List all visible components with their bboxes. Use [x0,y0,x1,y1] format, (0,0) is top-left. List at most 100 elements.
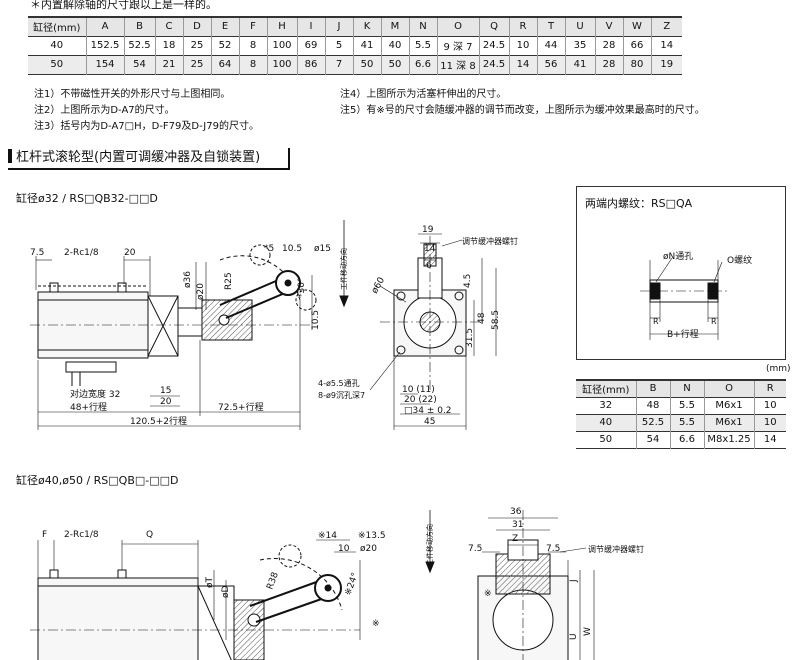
side-dim-20-22: 20 (22) [404,395,437,405]
bore-table-cell: 5.5 [669,397,704,414]
dim-table-cell: 86 [296,55,325,74]
dim-table-cell: 35 [564,36,595,55]
note-5: 注5）有※号的尺寸会随缓冲器的调节而改变，上图所示为缓冲效果最高时的尺寸。 [340,105,705,116]
hole-label-2: 8-ø9沉孔深7 [318,391,365,400]
side-dim-34: □34 ± 0.2 [404,406,452,416]
dim-30deg: *30° [297,278,307,298]
dim-table-cell: 154 [85,55,124,74]
subtitle-40-50: 缸径ø40,ø50 / RS□QB□-□□D [16,474,179,487]
dim-table-cell: 69 [296,36,325,55]
dim-table-cell: 24.5 [478,55,509,74]
dim-table-cell: 10 [508,36,537,55]
dim-table-header-cell: 缸径(mm) [33,23,81,35]
dim-table-cell: 19 [650,55,682,74]
side-dim-4-5: 4.5 [463,274,473,288]
bore-table-header-cell: N [669,380,704,397]
bore-table-cell: 40 [599,417,613,428]
side2-dim-36: 36 [510,507,522,517]
thread-n-label: øN通孔 [663,252,694,262]
side2-dim-u: U [569,633,579,640]
bore-table-header-cell: R [753,380,786,397]
side2-dim-star: ※ [484,589,492,599]
dim-table-cell: 44 [536,36,565,55]
dim-10-b: 10 [338,544,350,554]
dim-15: ø15 [314,244,331,254]
dim-r25: R25 [224,272,234,290]
side-view-40-50-labels: 36 31 7.5 Z 7.5 调节缓冲器螺钉 J U W ※ [468,507,644,640]
dim-table-header-cell: N [408,17,437,36]
dim-table-cell: 50 [352,55,381,74]
side-view-40-50 [477,510,595,660]
dim-table-cell: 41 [352,36,381,55]
dim-table-header-cell: R [508,17,537,36]
bore-table-header-cell: 缸径(mm) [582,385,630,397]
dim-table-header-cell: T [536,17,565,36]
dim-72-5-stroke: 72.5+行程 [218,401,264,413]
dim-table-cell: 25 [182,55,211,74]
dim-q: Q [146,530,153,540]
dim-table-header-cell: W [622,17,651,36]
dim-table-cell: 21 [154,55,183,74]
side2-dim-w: W [583,627,593,636]
dim-14-star: ※14 [318,531,337,541]
bore-table-cell: 54 [635,431,670,448]
dim-table-cell: 40 [380,36,409,55]
dim-table-header-cell: J [324,17,353,36]
dim-table-cell: 8 [238,55,267,74]
dim-table-cell: 66 [622,36,651,55]
movement-direction-label: 工件移动方向 [339,248,348,290]
dim-table-header-cell: D [182,17,211,36]
dim-rc18-b: 2-Rc1/8 [64,530,99,540]
dim-5: *5 [264,244,274,254]
dim-t: øT [205,576,215,588]
side-dim-19: 19 [422,225,434,235]
dim-r38: R38 [265,571,281,591]
dim-10-5: 10.5 [282,244,302,254]
dim-table-cell: 100 [266,36,297,55]
dim-table-cell: 5.5 [408,36,437,55]
dim-table-header-cell: C [154,17,183,36]
dim-table-cell: 7 [324,55,353,74]
dim-table-header-cell: U [564,17,595,36]
dim-table-cell: 28 [594,55,623,74]
dim-table-cell: 24.5 [478,36,509,55]
side-dim-14: 14 [424,244,436,254]
dim-table-header-cell: Z [650,17,682,36]
bore-table-cell: 6.6 [669,431,704,448]
dim-48-stroke: 48+行程 [70,401,107,413]
dim-table-header-cell: O [436,17,479,36]
bore-table-cell: 32 [599,400,613,411]
dim-table-cell: 14 [508,55,537,74]
bore-table-header-cell: B [635,380,670,397]
bore-table-cell: 48 [635,397,670,414]
dim-table-cell: 52.5 [123,36,155,55]
front-view-40-50 [30,510,435,660]
dim-table-cell: 25 [182,36,211,55]
dim-table-header-cell: I [296,17,325,36]
top-note: ＊内置解除轴的尺寸跟以上是一样的。 [30,0,217,11]
dim-table-header-cell: B [123,17,155,36]
dim-f: F [42,530,47,540]
dim-7-5: 7.5 [30,248,44,258]
side-dim-58-5: 58.5 [491,310,501,330]
dim-table-cell: 152.5 [85,36,124,55]
side-view-32 [369,233,497,430]
side-dim-10-11: 10 (11) [402,385,435,395]
bore-table-cell: M6x1 [703,414,754,431]
dim-table-cell: 8 [238,36,267,55]
note-2: 注2）上图所示为D-A7的尺寸。 [34,105,175,116]
bore-table-cell: 52.5 [635,414,670,431]
dim-table-cell: 28 [594,36,623,55]
bore-table-cell: 14 [753,431,786,448]
dim-table-header-cell: Q [478,17,509,36]
dim-table-header-cell: K [352,17,381,36]
thread-b-stroke: B+行程 [667,330,699,340]
thread-detail-drawing [640,257,730,340]
side2-dim-7-5a: 7.5 [468,544,482,554]
